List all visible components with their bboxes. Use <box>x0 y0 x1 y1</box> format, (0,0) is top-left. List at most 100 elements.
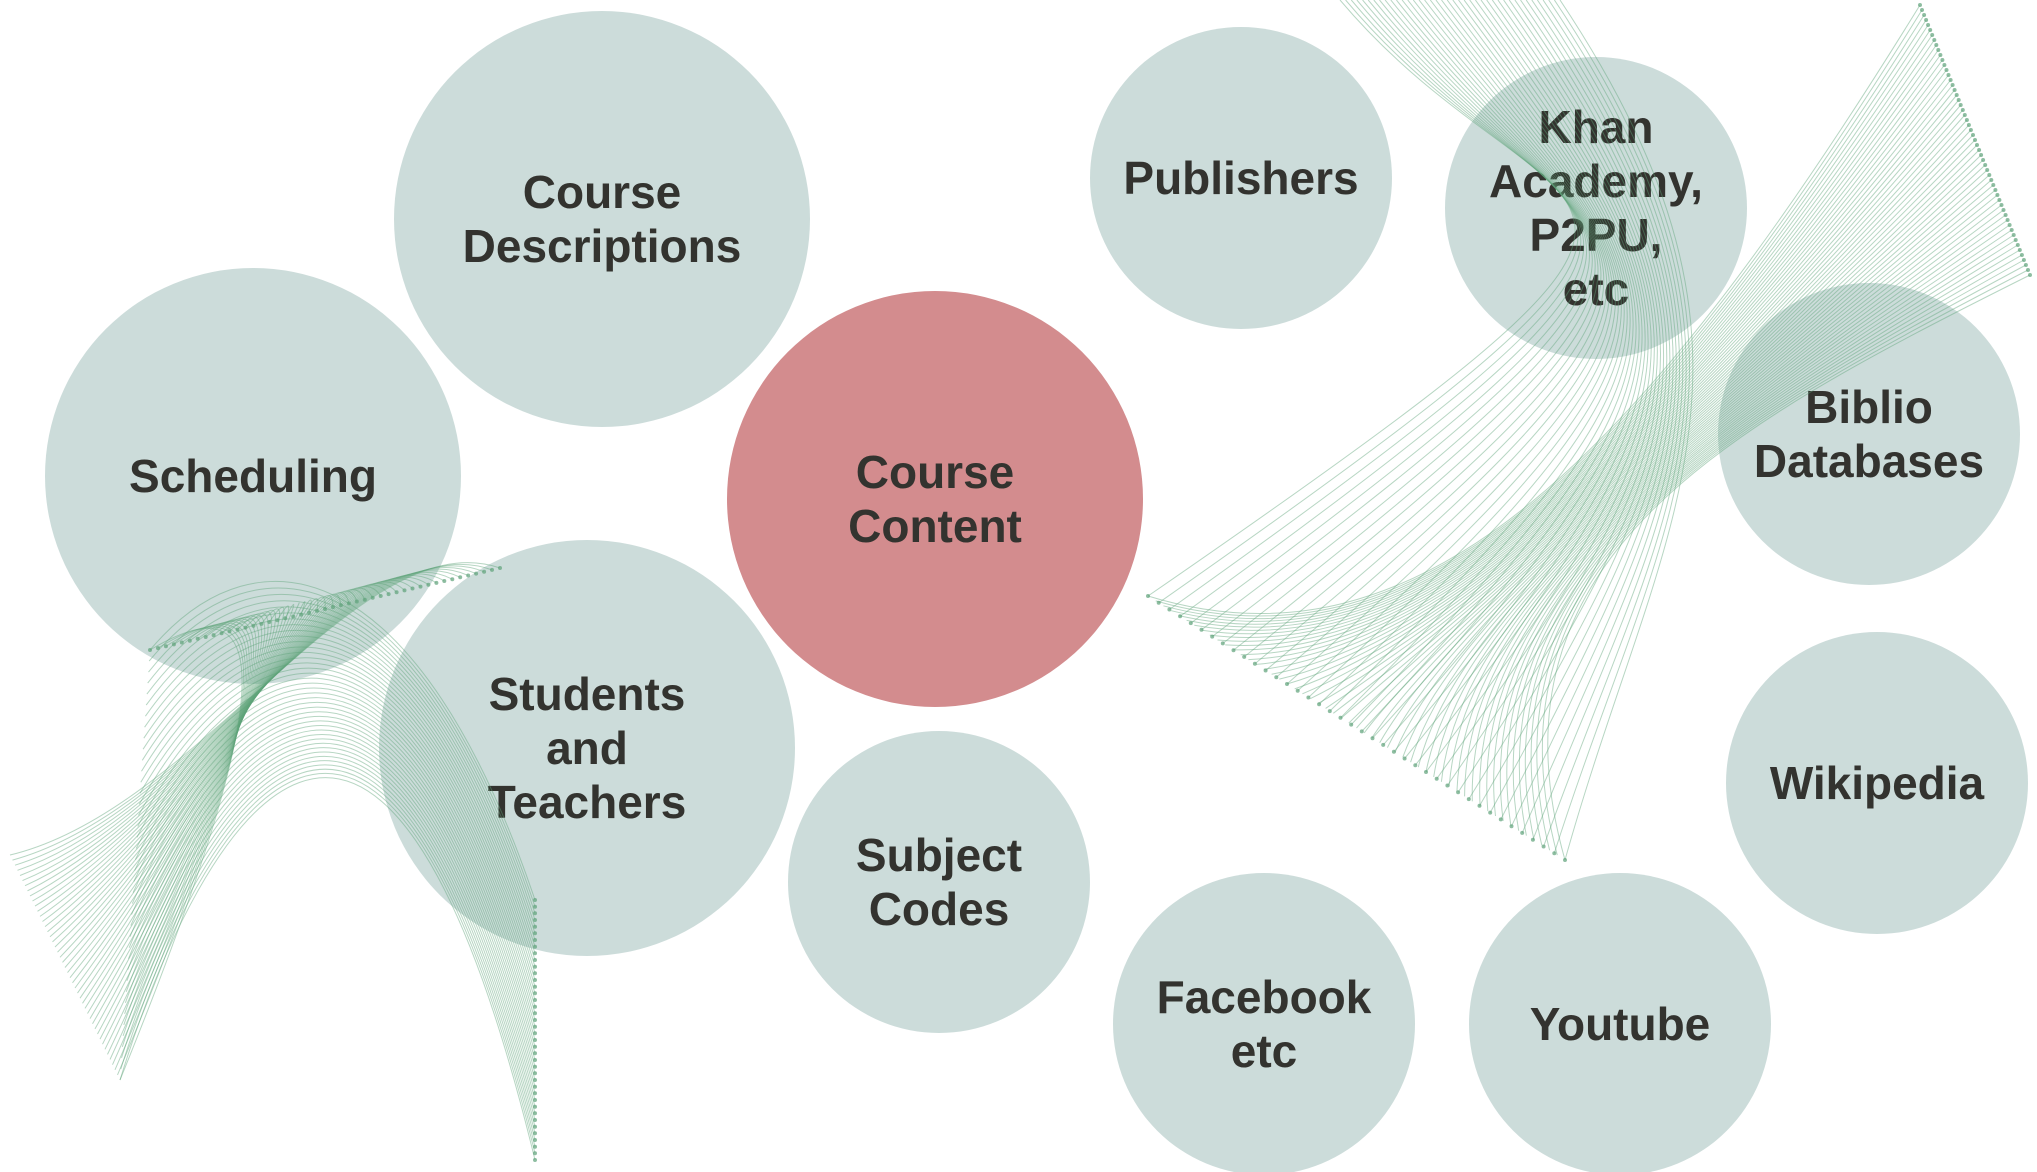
ribbon-line <box>104 619 255 1050</box>
ribbon-dot <box>1370 736 1375 741</box>
ribbon-dot <box>1966 123 1971 127</box>
ribbon-dot <box>1349 722 1354 727</box>
ribbon-dot <box>1402 756 1407 761</box>
facebook-bubble[interactable]: Facebook etc <box>1113 873 1415 1172</box>
ribbon-dot <box>1944 68 1949 72</box>
ribbon-dot <box>533 1111 537 1116</box>
ribbon-dot <box>1317 702 1322 707</box>
course-descriptions-label: Course Descriptions <box>462 166 742 272</box>
ribbon-dot <box>1178 614 1183 619</box>
subject-codes-bubble[interactable]: Subject Codes <box>788 731 1090 1033</box>
subject-codes-label: Subject Codes <box>855 829 1023 935</box>
ribbon-dot <box>1424 770 1428 774</box>
ribbon-dot <box>533 1158 537 1162</box>
ribbon-dot <box>458 575 463 580</box>
ribbon-dot <box>1359 729 1364 734</box>
publishers-bubble[interactable]: Publishers <box>1090 27 1392 329</box>
ribbon-dot <box>1946 73 1951 77</box>
ribbon-dot <box>1999 203 2004 207</box>
ribbon-dot <box>1477 803 1482 808</box>
ribbon-dot <box>533 991 537 996</box>
ribbon-dot <box>1989 178 1994 182</box>
course-descriptions-bubble[interactable]: Course Descriptions <box>394 11 810 427</box>
ribbon-dot <box>533 1118 537 1122</box>
ribbon-dot <box>1306 695 1311 700</box>
ribbon-dot <box>533 984 537 989</box>
ribbon-dot <box>533 951 537 956</box>
ribbon-dot <box>2001 208 2006 212</box>
students-and-teachers-bubble[interactable]: Students and Teachers <box>379 540 795 956</box>
khan-academy-bubble[interactable]: Khan Academy, P2PU, etc <box>1445 57 1747 359</box>
ribbon-dot <box>2011 233 2016 237</box>
ribbon-dot <box>1295 688 1300 693</box>
ribbon-dot <box>1991 183 1996 187</box>
ribbon-dot <box>1220 641 1225 646</box>
scheduling-bubble[interactable]: Scheduling <box>45 268 461 684</box>
khan-academy-label: Khan Academy, P2PU, etc <box>1489 101 1703 315</box>
ribbon-dot <box>1498 817 1503 822</box>
ribbon-dot <box>1932 38 1937 42</box>
ribbon-dot <box>1964 118 1969 122</box>
ribbon-dot <box>1934 43 1939 47</box>
ribbon-dot <box>1466 797 1471 802</box>
ribbon-dot <box>1938 53 1943 57</box>
ribbon-dot <box>2019 253 2024 257</box>
ribbon-dot <box>1940 58 1945 62</box>
ribbon-dot <box>2023 263 2028 267</box>
ribbon-dot <box>1971 133 1975 137</box>
biblio-databases-bubble[interactable]: Biblio Databases <box>1718 283 2020 585</box>
course-content-center-bubble[interactable]: Course Content <box>727 291 1143 707</box>
ribbon-dot <box>1975 143 1979 147</box>
ribbon-line <box>112 623 248 1065</box>
youtube-label: Youtube <box>1529 998 1711 1050</box>
ribbon-dot <box>1434 776 1439 781</box>
ribbon-dot <box>533 1058 537 1062</box>
ribbon-dot <box>2003 213 2008 217</box>
ribbon-line <box>119 628 243 1081</box>
ribbon-dot <box>1274 675 1279 680</box>
ribbon-dot <box>2021 258 2026 262</box>
ribbon-dot <box>533 971 537 976</box>
ribbon-dot <box>1942 63 1947 67</box>
ribbon-dot <box>1488 810 1493 815</box>
ribbon-dot <box>1338 715 1343 720</box>
ribbon-dot <box>1146 594 1150 598</box>
ribbon-dot <box>1924 18 1929 22</box>
wikipedia-bubble[interactable]: Wikipedia <box>1726 632 2028 934</box>
ribbon-dot <box>1977 148 1982 152</box>
ribbon-dot <box>1981 158 1986 162</box>
ribbon-dot <box>533 1038 537 1042</box>
ribbon-dot <box>1530 837 1535 842</box>
ribbon-dot <box>1456 790 1461 795</box>
ribbon-dot <box>1950 83 1955 87</box>
ribbon-dot <box>1918 3 1922 7</box>
ribbon-dot <box>1252 661 1257 666</box>
ribbon-dot <box>1958 103 1963 107</box>
ribbon-dot <box>1520 830 1525 835</box>
ribbon-dot <box>1263 668 1268 673</box>
ribbon-dot <box>1210 634 1215 639</box>
ribbon-dot <box>1962 113 1967 117</box>
ribbon-dot <box>1922 13 1927 17</box>
youtube-bubble[interactable]: Youtube <box>1469 873 1771 1172</box>
ribbon-dot <box>1563 858 1567 862</box>
ribbon-dot <box>533 1011 537 1016</box>
ribbon-dot <box>1541 844 1546 849</box>
ribbon-dot <box>1509 824 1514 829</box>
ribbon-dot <box>2009 228 2014 232</box>
ribbon-dot <box>533 1151 537 1156</box>
ribbon-dot <box>450 577 455 582</box>
ribbon-dot <box>2005 218 2010 222</box>
ribbon-dot <box>1926 23 1931 27</box>
ribbon-dot <box>1995 193 2000 197</box>
ribbon-dot <box>533 964 537 969</box>
ribbon-dot <box>1930 33 1935 37</box>
ribbon-dot <box>2026 268 2030 272</box>
ribbon-dot <box>1391 749 1396 754</box>
ribbon-dot <box>533 1004 537 1009</box>
ribbon-dot <box>2028 273 2032 277</box>
ribbon-dot <box>1928 28 1933 32</box>
ribbon-dot <box>533 1051 537 1056</box>
ribbon-dot <box>1156 600 1161 605</box>
ribbon-dot <box>533 1078 537 1082</box>
